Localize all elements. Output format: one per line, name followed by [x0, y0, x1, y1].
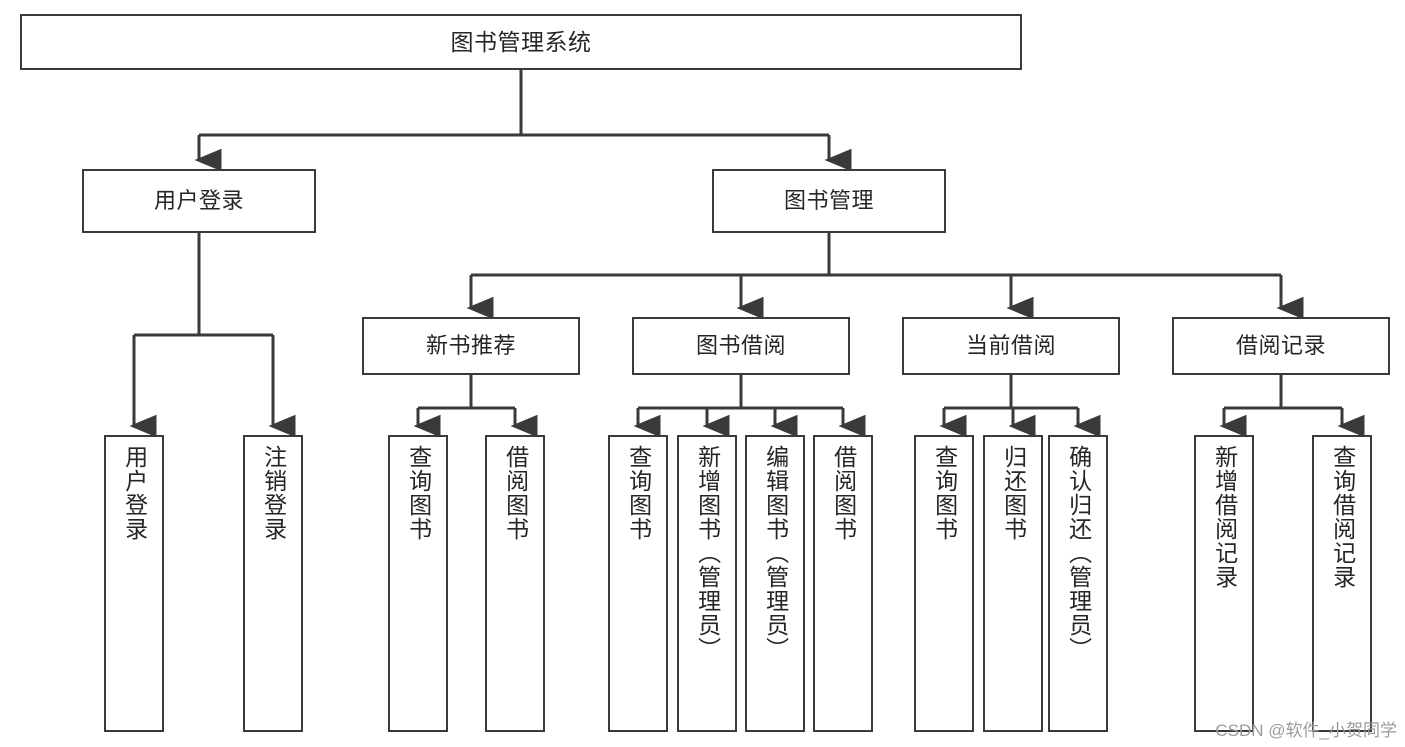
node-leaf-edit-book[interactable]: 编辑图书（管理员） — [745, 435, 805, 732]
node-leaf-borrow-book-1-label: 借阅图书 — [502, 445, 529, 541]
node-leaf-borrow-book-1[interactable]: 借阅图书 — [485, 435, 545, 732]
node-leaf-confirm-return-label: 确认归还（管理员） — [1065, 445, 1092, 661]
node-new-book-rec-label: 新书推荐 — [425, 333, 516, 359]
node-leaf-user-login[interactable]: 用户登录 — [104, 435, 164, 732]
node-leaf-borrow-book-2[interactable]: 借阅图书 — [813, 435, 873, 732]
node-leaf-add-book-label: 新增图书（管理员） — [694, 445, 721, 661]
node-leaf-confirm-return[interactable]: 确认归还（管理员） — [1048, 435, 1108, 732]
node-current-borrow[interactable]: 当前借阅 — [902, 317, 1120, 375]
node-user-login[interactable]: 用户登录 — [82, 169, 316, 233]
node-leaf-user-logout[interactable]: 注销登录 — [243, 435, 303, 732]
node-leaf-return-book[interactable]: 归还图书 — [983, 435, 1043, 732]
node-leaf-user-login-label: 用户登录 — [121, 445, 148, 541]
node-new-book-rec[interactable]: 新书推荐 — [362, 317, 580, 375]
node-user-login-label: 用户登录 — [153, 188, 244, 214]
node-leaf-add-record-label: 新增借阅记录 — [1211, 445, 1238, 589]
node-borrow-record[interactable]: 借阅记录 — [1172, 317, 1390, 375]
node-leaf-query-book-1[interactable]: 查询图书 — [388, 435, 448, 732]
node-leaf-query-book-2[interactable]: 查询图书 — [608, 435, 668, 732]
node-leaf-add-book[interactable]: 新增图书（管理员） — [677, 435, 737, 732]
node-book-manage[interactable]: 图书管理 — [712, 169, 946, 233]
node-leaf-edit-book-label: 编辑图书（管理员） — [762, 445, 789, 661]
node-leaf-user-logout-label: 注销登录 — [260, 445, 287, 541]
node-leaf-query-book-2-label: 查询图书 — [625, 445, 652, 541]
node-leaf-query-record-label: 查询借阅记录 — [1329, 445, 1356, 589]
node-leaf-query-book-1-label: 查询图书 — [405, 445, 432, 541]
node-leaf-query-book-3[interactable]: 查询图书 — [914, 435, 974, 732]
watermark-text: CSDN @软件_小贺同学 — [1215, 721, 1397, 740]
node-leaf-add-record[interactable]: 新增借阅记录 — [1194, 435, 1254, 732]
node-book-borrow[interactable]: 图书借阅 — [632, 317, 850, 375]
node-book-borrow-label: 图书借阅 — [695, 333, 786, 359]
node-current-borrow-label: 当前借阅 — [965, 333, 1056, 359]
node-borrow-record-label: 借阅记录 — [1235, 333, 1326, 359]
node-leaf-borrow-book-2-label: 借阅图书 — [830, 445, 857, 541]
node-leaf-query-book-3-label: 查询图书 — [931, 445, 958, 541]
node-book-manage-label: 图书管理 — [783, 188, 874, 214]
node-root[interactable]: 图书管理系统 — [20, 14, 1022, 70]
node-leaf-query-record[interactable]: 查询借阅记录 — [1312, 435, 1372, 732]
node-leaf-return-book-label: 归还图书 — [1000, 445, 1027, 541]
node-root-label: 图书管理系统 — [450, 28, 592, 55]
